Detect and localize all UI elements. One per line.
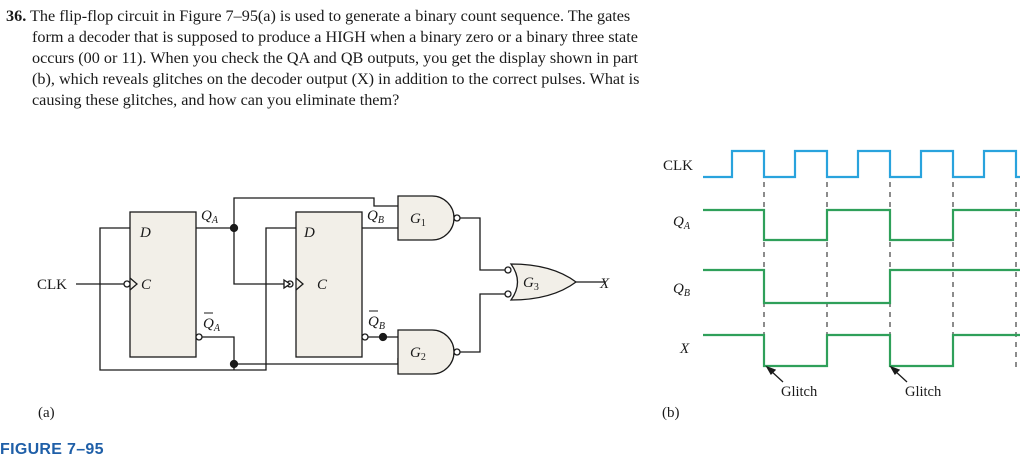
gate-g1 <box>397 195 455 241</box>
glitch-arrows <box>765 365 908 383</box>
glitch-label-1: Glitch <box>781 384 818 400</box>
g2-label: G2 <box>410 345 426 363</box>
ff-a-clk-triangle <box>129 277 138 291</box>
clk-label: CLK <box>37 277 67 293</box>
qb-label: QB <box>367 208 384 226</box>
g1-label: G1 <box>410 211 426 229</box>
part-b-label: (b) <box>662 405 680 421</box>
circuit-diagram <box>76 195 606 375</box>
circuit-labels: CLK D C D C QA QA QB QB G1 G2 G3 X (a) <box>37 208 610 421</box>
qa-bar-label: QA <box>203 316 221 334</box>
ff-a-d-label: D <box>139 225 151 241</box>
qa-to-ff-b-clk <box>233 228 284 285</box>
question-line-4: (b), which reveals glitches on the decod… <box>32 70 640 88</box>
qb-bar-junction <box>378 332 388 342</box>
g3-label: G3 <box>523 275 539 293</box>
x-waveform <box>703 333 1020 368</box>
ff-b-d-label: D <box>303 225 315 241</box>
qa-bar-wire <box>202 336 235 370</box>
timing-qa-label: QA <box>673 214 691 232</box>
ff-a-c-label: C <box>141 277 152 293</box>
qb-bar-label: QB <box>368 314 385 332</box>
qa-to-g1-wire <box>233 197 398 228</box>
glitch-arrowhead-2 <box>889 365 901 376</box>
g2-output-bubble <box>453 348 461 356</box>
qa-waveform <box>703 208 1020 242</box>
ff-a-clk-bubble <box>123 280 131 288</box>
flip-flop-a <box>129 211 197 358</box>
question-text: 36. The flip-flop circuit in Figure 7–95… <box>6 6 766 111</box>
waveforms <box>703 149 1020 368</box>
part-a-label: (a) <box>38 405 55 421</box>
glitch-arrowhead-1 <box>765 365 777 376</box>
qa-bar-to-g2-wire <box>234 358 399 365</box>
clk-waveform <box>703 149 1020 179</box>
flip-flop-b <box>295 211 363 358</box>
qb-bar-bubble <box>361 333 369 341</box>
x-label: X <box>599 276 610 292</box>
g1-output-wire <box>460 217 505 271</box>
qa-bar-bubble <box>195 333 203 341</box>
timing-qb-label: QB <box>673 281 690 299</box>
timing-x-label: X <box>679 341 690 357</box>
timing-clk-label: CLK <box>663 158 693 174</box>
g3-input1-bubble <box>504 266 512 274</box>
gate-g2 <box>397 329 455 375</box>
ff-b-clk-triangle <box>295 277 304 291</box>
g3-input2-bubble <box>504 290 512 298</box>
ff-b-c-label: C <box>317 277 328 293</box>
timing-labels: CLK QA QB X Glitch Glitch (b) <box>662 158 942 421</box>
gate-g3 <box>509 263 578 301</box>
figure-caption: FIGURE 7–95 <box>0 441 104 458</box>
question-line-3: occurs (00 or 11). When you check the QA… <box>32 49 639 67</box>
g1-output-bubble <box>453 214 461 222</box>
question-line-1: The flip-flop circuit in Figure 7–95(a) … <box>30 7 631 25</box>
ff-a-feedback-wire <box>99 227 234 371</box>
qb-waveform <box>703 268 1020 305</box>
ff-b-feedback-wire <box>234 227 296 371</box>
timing-diagram: CLK QA QB X Glitch Glitch (b) <box>662 149 1020 421</box>
question-line-2: form a decoder that is supposed to produ… <box>32 28 638 46</box>
glitch-label-2: Glitch <box>905 384 942 400</box>
qa-label: QA <box>201 208 219 226</box>
ff-b-clk-arrow <box>283 278 292 290</box>
question-number: 36. <box>6 7 27 25</box>
question-line-5: causing these glitches, and how can you … <box>32 91 400 109</box>
g2-output-wire <box>460 293 505 353</box>
